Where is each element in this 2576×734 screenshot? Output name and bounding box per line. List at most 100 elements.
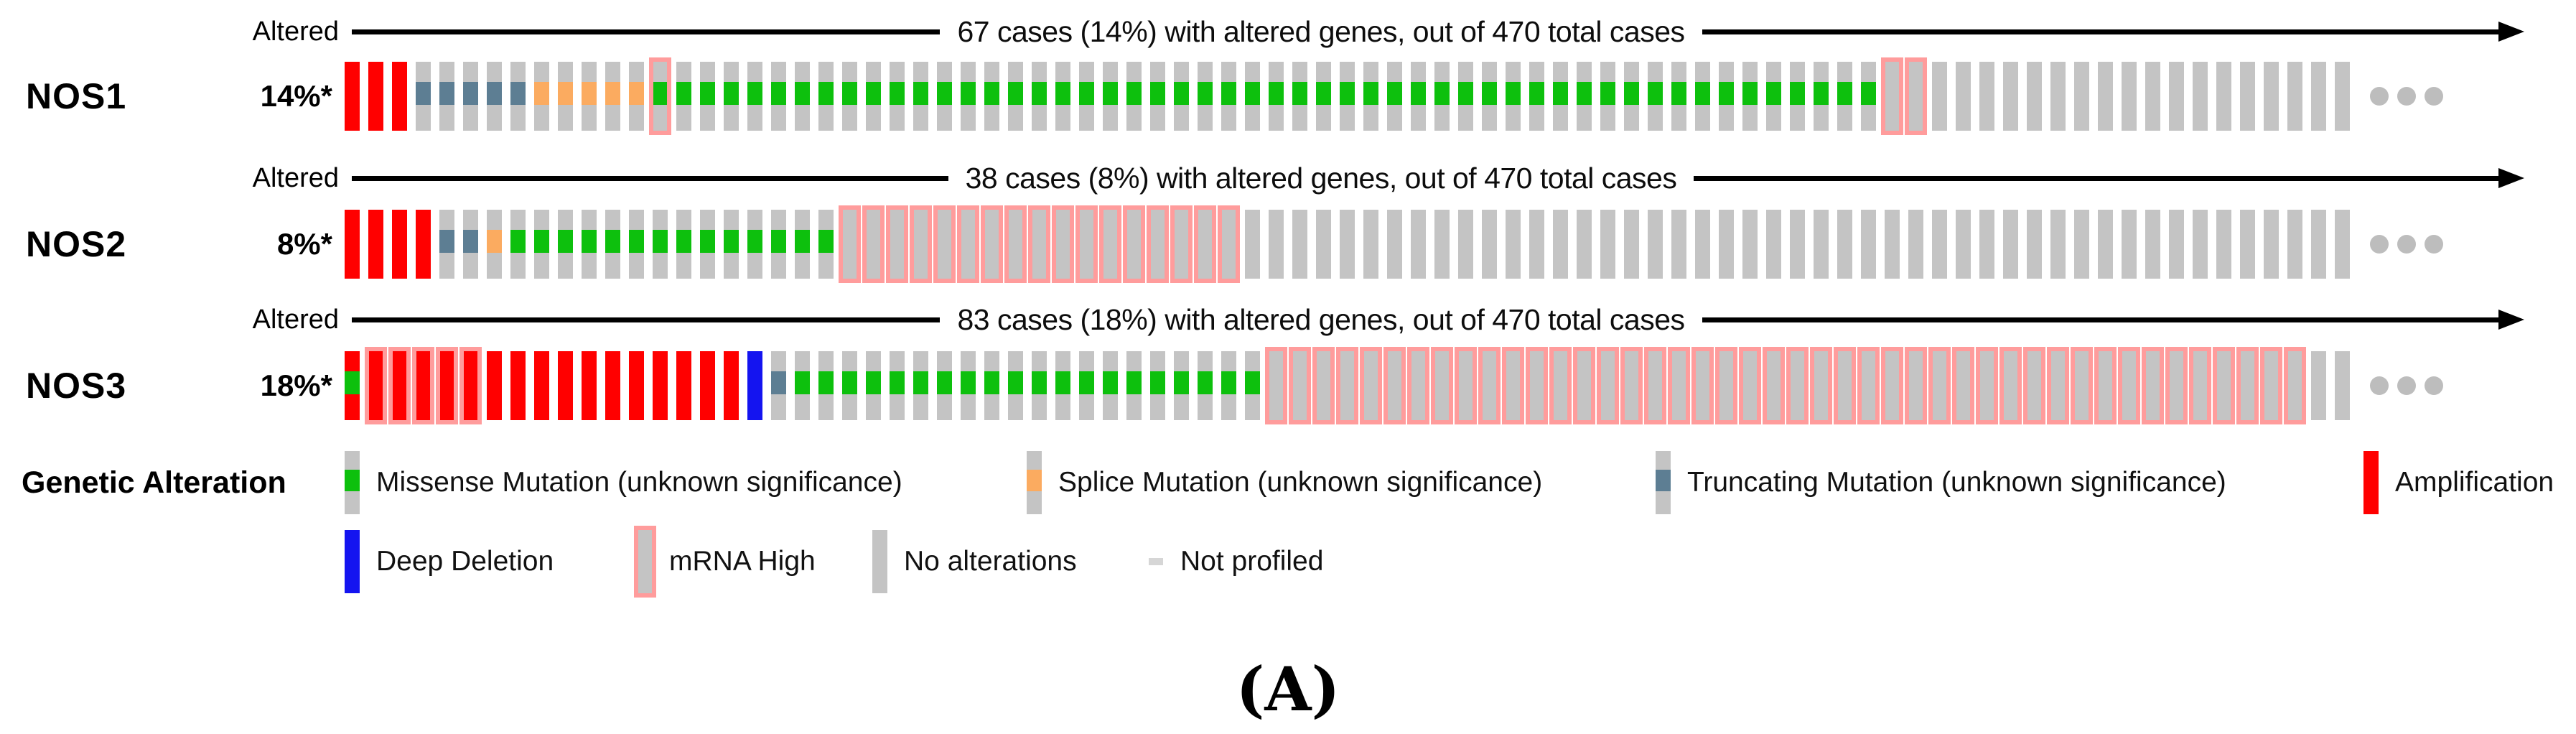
mutation-band <box>1363 82 1378 105</box>
cell-trunc <box>510 62 526 131</box>
mutation-band <box>724 82 739 105</box>
mrna-high-outline <box>365 347 387 424</box>
cell-trunc <box>439 210 454 279</box>
mutation-band <box>937 82 952 105</box>
cell-mrna <box>2118 347 2140 424</box>
mutation-band <box>1411 82 1426 105</box>
cell-mis <box>1008 62 1023 131</box>
cell-mis <box>1719 62 1734 131</box>
cell-none <box>1671 210 1686 279</box>
cell-mrna <box>1265 347 1287 424</box>
mrna-high-outline <box>1786 347 1809 424</box>
cell-none <box>2169 62 2184 131</box>
cell-mrna <box>1052 205 1074 283</box>
cell-mis <box>866 351 881 420</box>
mrna-high-outline <box>388 347 411 424</box>
mutation-band <box>937 371 952 394</box>
legend-label: Truncating Mutation (unknown significanc… <box>1687 467 2226 498</box>
arrow-head-icon <box>2498 168 2524 188</box>
cell-none <box>2335 351 2350 420</box>
cell-mrna <box>1999 347 2022 424</box>
cell-none <box>1316 210 1331 279</box>
mutation-band <box>345 371 360 394</box>
cell-amp <box>345 210 360 279</box>
cell-none <box>2240 62 2255 131</box>
legend-glyph-not_profiled <box>1149 558 1163 565</box>
altered-cases-text: 67 cases (14%) with altered genes, out o… <box>940 13 1702 50</box>
mrna-high-outline <box>2165 347 2188 424</box>
cell-splice <box>629 62 644 131</box>
legend-label: No alterations <box>904 546 1077 577</box>
altered-cases-text: 38 cases (8%) with altered genes, out of… <box>948 159 1694 197</box>
mrna-high-outline <box>1147 205 1169 283</box>
mutation-band <box>771 371 786 394</box>
mutation-band <box>984 82 999 105</box>
cell-none <box>2193 210 2208 279</box>
cell-none <box>2311 210 2326 279</box>
cell-mis <box>1126 351 1142 420</box>
cell-mis <box>510 210 526 279</box>
mutation-band <box>1269 82 1284 105</box>
cell-none <box>1979 210 1994 279</box>
cell-mrna <box>2284 347 2306 424</box>
cell-splice <box>534 62 549 131</box>
legend-glyph-amp <box>2363 451 2379 514</box>
cell-trunc <box>463 210 478 279</box>
mrna-high-outline <box>933 205 956 283</box>
cell-amp <box>605 351 620 420</box>
cell-amp <box>629 351 644 420</box>
mutation-band <box>700 82 715 105</box>
cell-amp <box>582 351 597 420</box>
mutation-band <box>818 230 834 253</box>
mrna-high-outline <box>2023 347 2045 424</box>
cell-mis <box>1103 62 1118 131</box>
cell-amp <box>558 351 573 420</box>
gene-label: NOS1 <box>26 76 127 116</box>
cell-none <box>1245 210 1260 279</box>
cell-splice <box>605 62 620 131</box>
cell-mrna <box>2094 347 2117 424</box>
cell-mis <box>1245 62 1260 131</box>
mrna-high-outline <box>436 347 458 424</box>
mrna-high-outline <box>1881 347 1903 424</box>
mutation-band <box>1292 82 1307 105</box>
cell-mrna <box>1881 347 1903 424</box>
cell-mrna <box>1857 347 1880 424</box>
mutation-band <box>653 82 668 105</box>
cell-none <box>1648 210 1663 279</box>
mutation-band <box>1790 82 1805 105</box>
mutation-band <box>1032 82 1047 105</box>
mrna-high-outline <box>459 347 482 424</box>
cell-mis <box>1032 351 1047 420</box>
cell-mis <box>1506 62 1521 131</box>
mutation-band <box>1482 82 1497 105</box>
cell-mis <box>1150 351 1165 420</box>
mrna-high-outline <box>1715 347 1737 424</box>
cell-amp <box>653 351 668 420</box>
cell-mis <box>747 62 762 131</box>
mrna-high-outline <box>1028 205 1050 283</box>
mutation-band <box>1624 82 1639 105</box>
mutation-band <box>1316 82 1331 105</box>
cell-none <box>2074 210 2089 279</box>
mutation-band <box>487 230 502 253</box>
mutation-band <box>842 371 857 394</box>
altered-percent-label: 14%* <box>260 79 332 113</box>
mrna-high-outline <box>2284 347 2306 424</box>
cell-mis <box>1742 62 1758 131</box>
cell-none <box>2264 62 2279 131</box>
cell-mrna <box>1478 347 1501 424</box>
mutation-band <box>771 82 786 105</box>
mutation-band <box>1656 470 1671 491</box>
mrna-high-outline <box>2213 347 2235 424</box>
mutation-band <box>818 371 834 394</box>
mrna-high-outline <box>1431 347 1453 424</box>
cell-none <box>1458 210 1473 279</box>
cell-none <box>2264 210 2279 279</box>
cell-trunc <box>439 62 454 131</box>
ellipsis-dot <box>2370 235 2389 254</box>
cell-none <box>1790 210 1805 279</box>
mutation-band <box>1079 82 1094 105</box>
legend-glyph-dd <box>345 530 360 593</box>
cell-mrna <box>1976 347 1998 424</box>
